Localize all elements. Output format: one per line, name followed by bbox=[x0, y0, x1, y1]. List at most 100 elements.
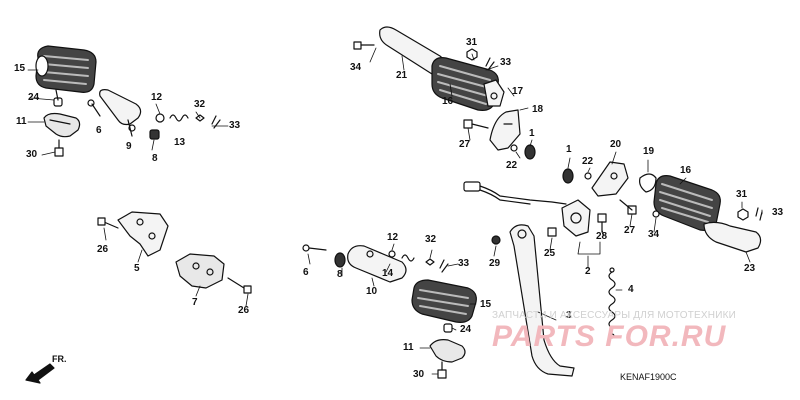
part-label-26: 26 bbox=[97, 244, 109, 255]
footpeg-bracket-11-lower bbox=[429, 339, 466, 363]
spring-13 bbox=[169, 114, 189, 122]
part-label-9: 9 bbox=[126, 141, 132, 152]
part-label-33: 33 bbox=[229, 120, 241, 131]
part-label-11: 11 bbox=[16, 116, 27, 127]
step-arm-10 bbox=[347, 245, 407, 283]
nut-32-lower bbox=[425, 258, 435, 266]
part-label-26: 26 bbox=[238, 305, 250, 316]
part-label-27: 27 bbox=[459, 139, 471, 150]
nut-25 bbox=[547, 227, 557, 237]
spacer-24-lower bbox=[443, 323, 453, 333]
part-label-15: 15 bbox=[480, 299, 492, 310]
part-label-12: 12 bbox=[151, 92, 163, 103]
part-label-18: 18 bbox=[532, 104, 544, 115]
part-label-2: 2 bbox=[585, 266, 591, 277]
spring-4 bbox=[608, 267, 616, 339]
side-stand-bracket bbox=[561, 199, 591, 237]
part-label-16: 16 bbox=[442, 96, 454, 107]
cotter-pin-33-upper bbox=[211, 115, 221, 129]
footpeg-rubber-upper-left bbox=[35, 45, 97, 93]
washer-22-upper bbox=[510, 144, 518, 152]
part-label-28: 28 bbox=[596, 231, 608, 242]
part-label-12: 12 bbox=[387, 232, 399, 243]
part-label-33: 33 bbox=[458, 258, 470, 269]
part-label-1: 1 bbox=[566, 144, 572, 155]
part-label-17: 17 bbox=[512, 86, 524, 97]
part-label-33: 33 bbox=[500, 57, 512, 68]
washer-31-right bbox=[737, 208, 749, 221]
bolt-27-upper bbox=[463, 119, 489, 129]
part-label-24: 24 bbox=[460, 324, 472, 335]
part-label-4: 4 bbox=[628, 284, 634, 295]
part-label-15: 15 bbox=[14, 63, 26, 74]
watermark-subtitle: ЗАПЧАСТИ И АКСЕССУАРЫ ДЛЯ МОТОТЕХНИКИ bbox=[492, 310, 737, 321]
part-label-34: 34 bbox=[648, 229, 660, 240]
part-label-29: 29 bbox=[489, 258, 501, 269]
bracket-5 bbox=[97, 211, 169, 257]
cotter-pin-33-lower bbox=[439, 259, 449, 273]
part-label-13: 13 bbox=[174, 137, 186, 148]
part-label-7: 7 bbox=[192, 297, 198, 308]
part-label-8: 8 bbox=[337, 269, 343, 280]
part-label-11: 11 bbox=[403, 342, 414, 353]
cap-8-lower bbox=[334, 252, 346, 268]
pin-34-right bbox=[652, 210, 660, 218]
part-label-31: 31 bbox=[466, 37, 478, 48]
part-label-14: 14 bbox=[382, 268, 394, 279]
pin-6-lower bbox=[302, 244, 327, 252]
bracket-7 bbox=[175, 253, 252, 294]
part-label-16: 16 bbox=[680, 165, 692, 176]
washer-22-lower bbox=[584, 172, 592, 180]
part-label-6: 6 bbox=[96, 125, 102, 136]
collar-1-lower bbox=[562, 168, 574, 184]
collar-1-upper bbox=[524, 144, 536, 160]
washer-12-upper bbox=[155, 113, 165, 123]
bracket-18 bbox=[489, 109, 521, 151]
part-label-25: 25 bbox=[544, 248, 556, 259]
part-label-20: 20 bbox=[610, 139, 622, 150]
cap-8-upper bbox=[149, 129, 160, 140]
part-label-5: 5 bbox=[134, 263, 140, 274]
front-direction-arrow-icon bbox=[25, 363, 55, 384]
spacer-24-upper bbox=[53, 97, 63, 107]
footpeg-bracket-11-upper bbox=[43, 112, 81, 138]
part-label-31: 31 bbox=[736, 189, 748, 200]
part-label-1: 1 bbox=[529, 128, 535, 139]
part-label-32: 32 bbox=[194, 99, 206, 110]
part-label-30: 30 bbox=[26, 149, 38, 160]
part-label-30: 30 bbox=[413, 369, 425, 380]
part-label-8: 8 bbox=[152, 153, 158, 164]
part-label-27: 27 bbox=[624, 225, 636, 236]
footpeg-arm-9 bbox=[99, 89, 142, 137]
bracket-17 bbox=[483, 79, 505, 107]
part-label-6: 6 bbox=[303, 267, 309, 278]
cotter-pin-33-top bbox=[485, 57, 495, 71]
part-label-22: 22 bbox=[506, 160, 518, 171]
part-label-33: 33 bbox=[772, 207, 784, 218]
bolt-30-lower bbox=[437, 361, 447, 379]
front-arrow-label: FR. bbox=[52, 354, 67, 364]
part-label-34: 34 bbox=[350, 62, 362, 73]
watermark-brand: PARTS FOR.RU bbox=[492, 320, 727, 353]
part-label-32: 32 bbox=[425, 234, 437, 245]
pin-6-upper bbox=[91, 103, 101, 117]
part-label-10: 10 bbox=[366, 286, 378, 297]
bolt-30-upper bbox=[54, 139, 64, 157]
washer-29 bbox=[491, 235, 501, 245]
washer-19 bbox=[639, 173, 657, 193]
part-label-19: 19 bbox=[643, 146, 655, 157]
bolt-34-upper bbox=[353, 41, 375, 50]
bracket-20 bbox=[591, 161, 629, 197]
part-label-22: 22 bbox=[582, 156, 594, 167]
part-label-3: 3 bbox=[566, 310, 572, 321]
wiring-sensor bbox=[463, 181, 567, 205]
part-label-24: 24 bbox=[28, 92, 40, 103]
bolt-28 bbox=[597, 213, 607, 233]
bolt-27-right bbox=[619, 199, 637, 215]
part-label-21: 21 bbox=[396, 70, 408, 81]
washer-12-lower bbox=[388, 250, 396, 258]
side-stand-3 bbox=[509, 224, 575, 377]
spring-14 bbox=[401, 254, 415, 262]
cotter-pin-33-right bbox=[755, 207, 763, 221]
